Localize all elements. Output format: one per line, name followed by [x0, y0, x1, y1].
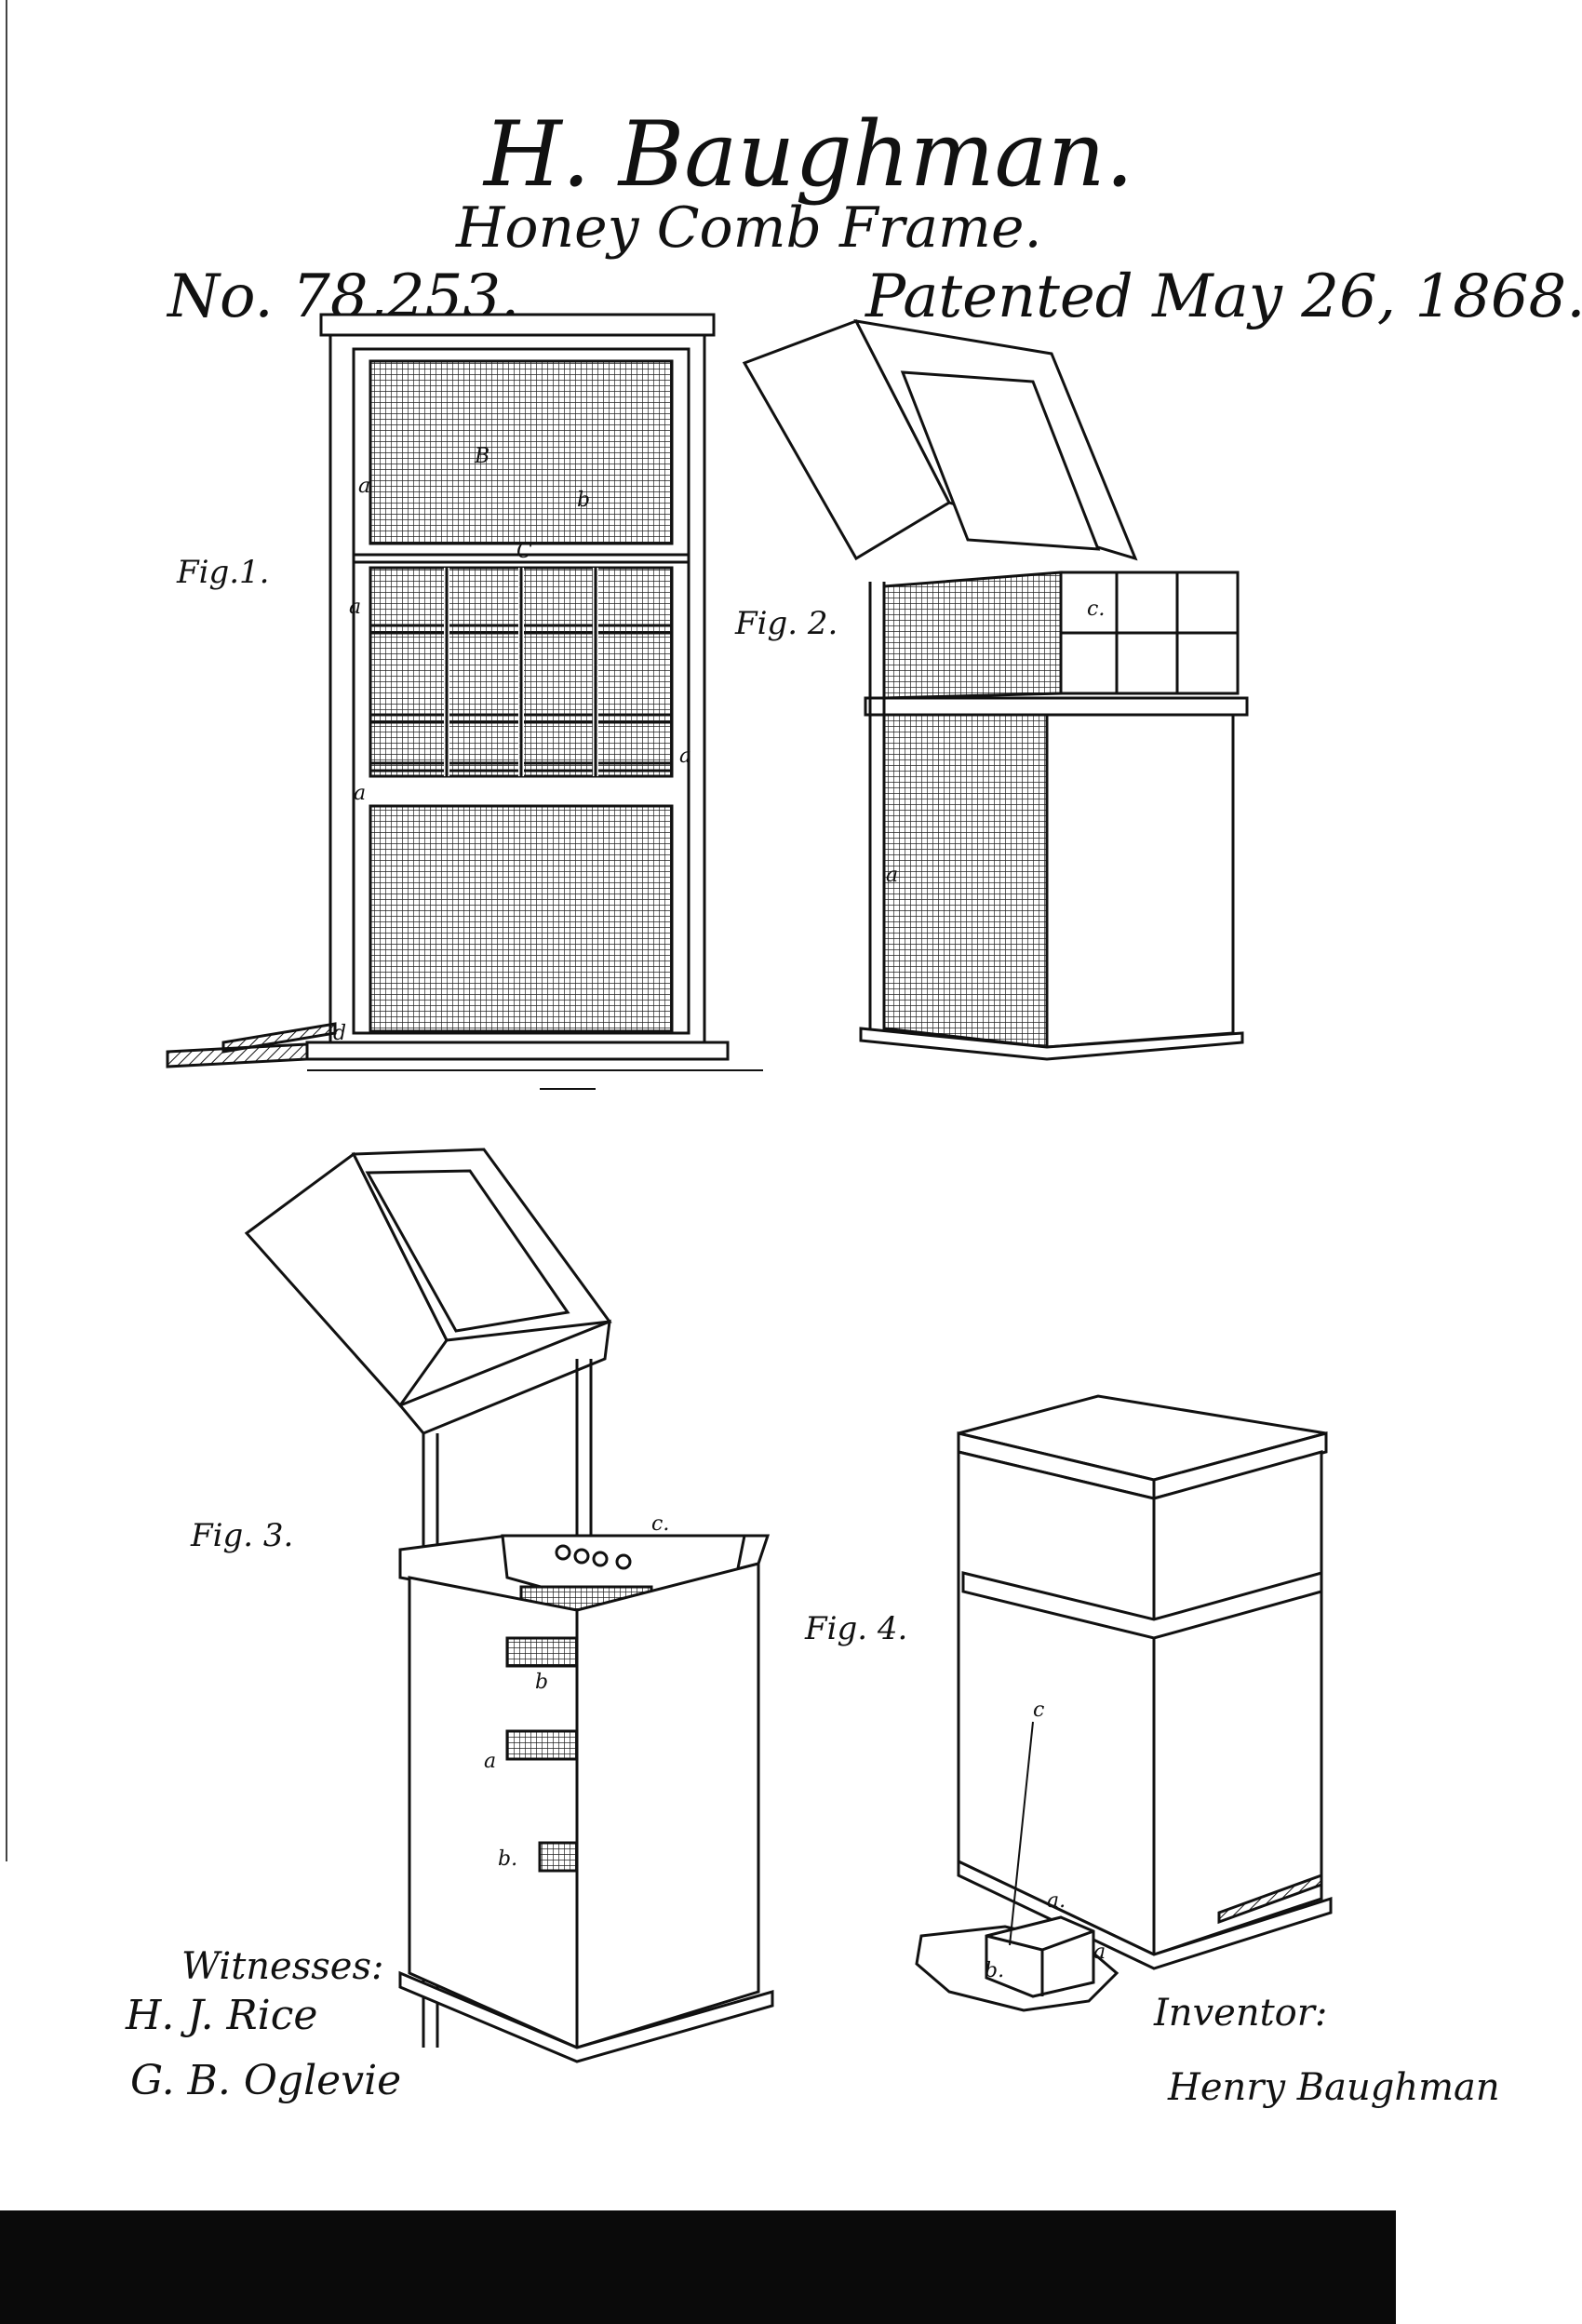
fig1-ref-letter: C [516, 540, 532, 563]
fig4-ref-letter: a. [1047, 1889, 1066, 1913]
scan-border-bar [0, 2210, 1396, 2324]
inventor-signature: Henry Baughman [1168, 2066, 1500, 2109]
figure-2-drawing [742, 319, 1249, 1061]
witness-2-signature: G. B. Oglevie [130, 2057, 402, 2104]
fig1-ref-letter: B [475, 445, 490, 468]
figure-1-label: Fig.1. [177, 554, 270, 591]
inventor-label: Inventor: [1154, 1992, 1328, 2035]
fig3-ref-letter: b [535, 1671, 549, 1694]
page-edge-line [6, 0, 7, 1861]
fig2-ref-letter: c. [1087, 598, 1106, 621]
figure-4-drawing [915, 1394, 1333, 2012]
fig1-ref-letter: b [577, 489, 591, 512]
inventor-name-heading: H. Baughman. [484, 102, 1134, 207]
fig2-ref-letter: a [886, 864, 899, 887]
fig1-ref-letter: a [679, 745, 692, 768]
fig4-ref-letter: b. [985, 1959, 1005, 1982]
fig4-ref-letter: c [1033, 1699, 1045, 1722]
figure-2-label: Fig. 2. [735, 605, 838, 642]
patent-date: Patented May 26, 1868. [865, 262, 1582, 331]
invention-title: Honey Comb Frame. [456, 195, 1042, 261]
witness-1-signature: H. J. Rice [126, 1992, 318, 2039]
fig1-ref-letter: a [349, 596, 362, 619]
figure-3-label: Fig. 3. [191, 1517, 294, 1554]
fig3-ref-letter: c. [651, 1512, 670, 1536]
witnesses-label: Witnesses: [181, 1945, 384, 1988]
figure-4-label: Fig. 4. [805, 1610, 908, 1647]
fig3-ref-letter: b. [498, 1847, 518, 1871]
figure-1-drawing [166, 313, 763, 1090]
fig4-ref-letter: a [1093, 1941, 1106, 1964]
fig1-ref-letter: a [358, 475, 371, 498]
fig3-ref-letter: a [484, 1750, 497, 1773]
fig1-ref-letter: a [354, 782, 367, 805]
figure-3-drawing [244, 1148, 774, 2063]
fig1-ref-letter: d [333, 1022, 347, 1045]
